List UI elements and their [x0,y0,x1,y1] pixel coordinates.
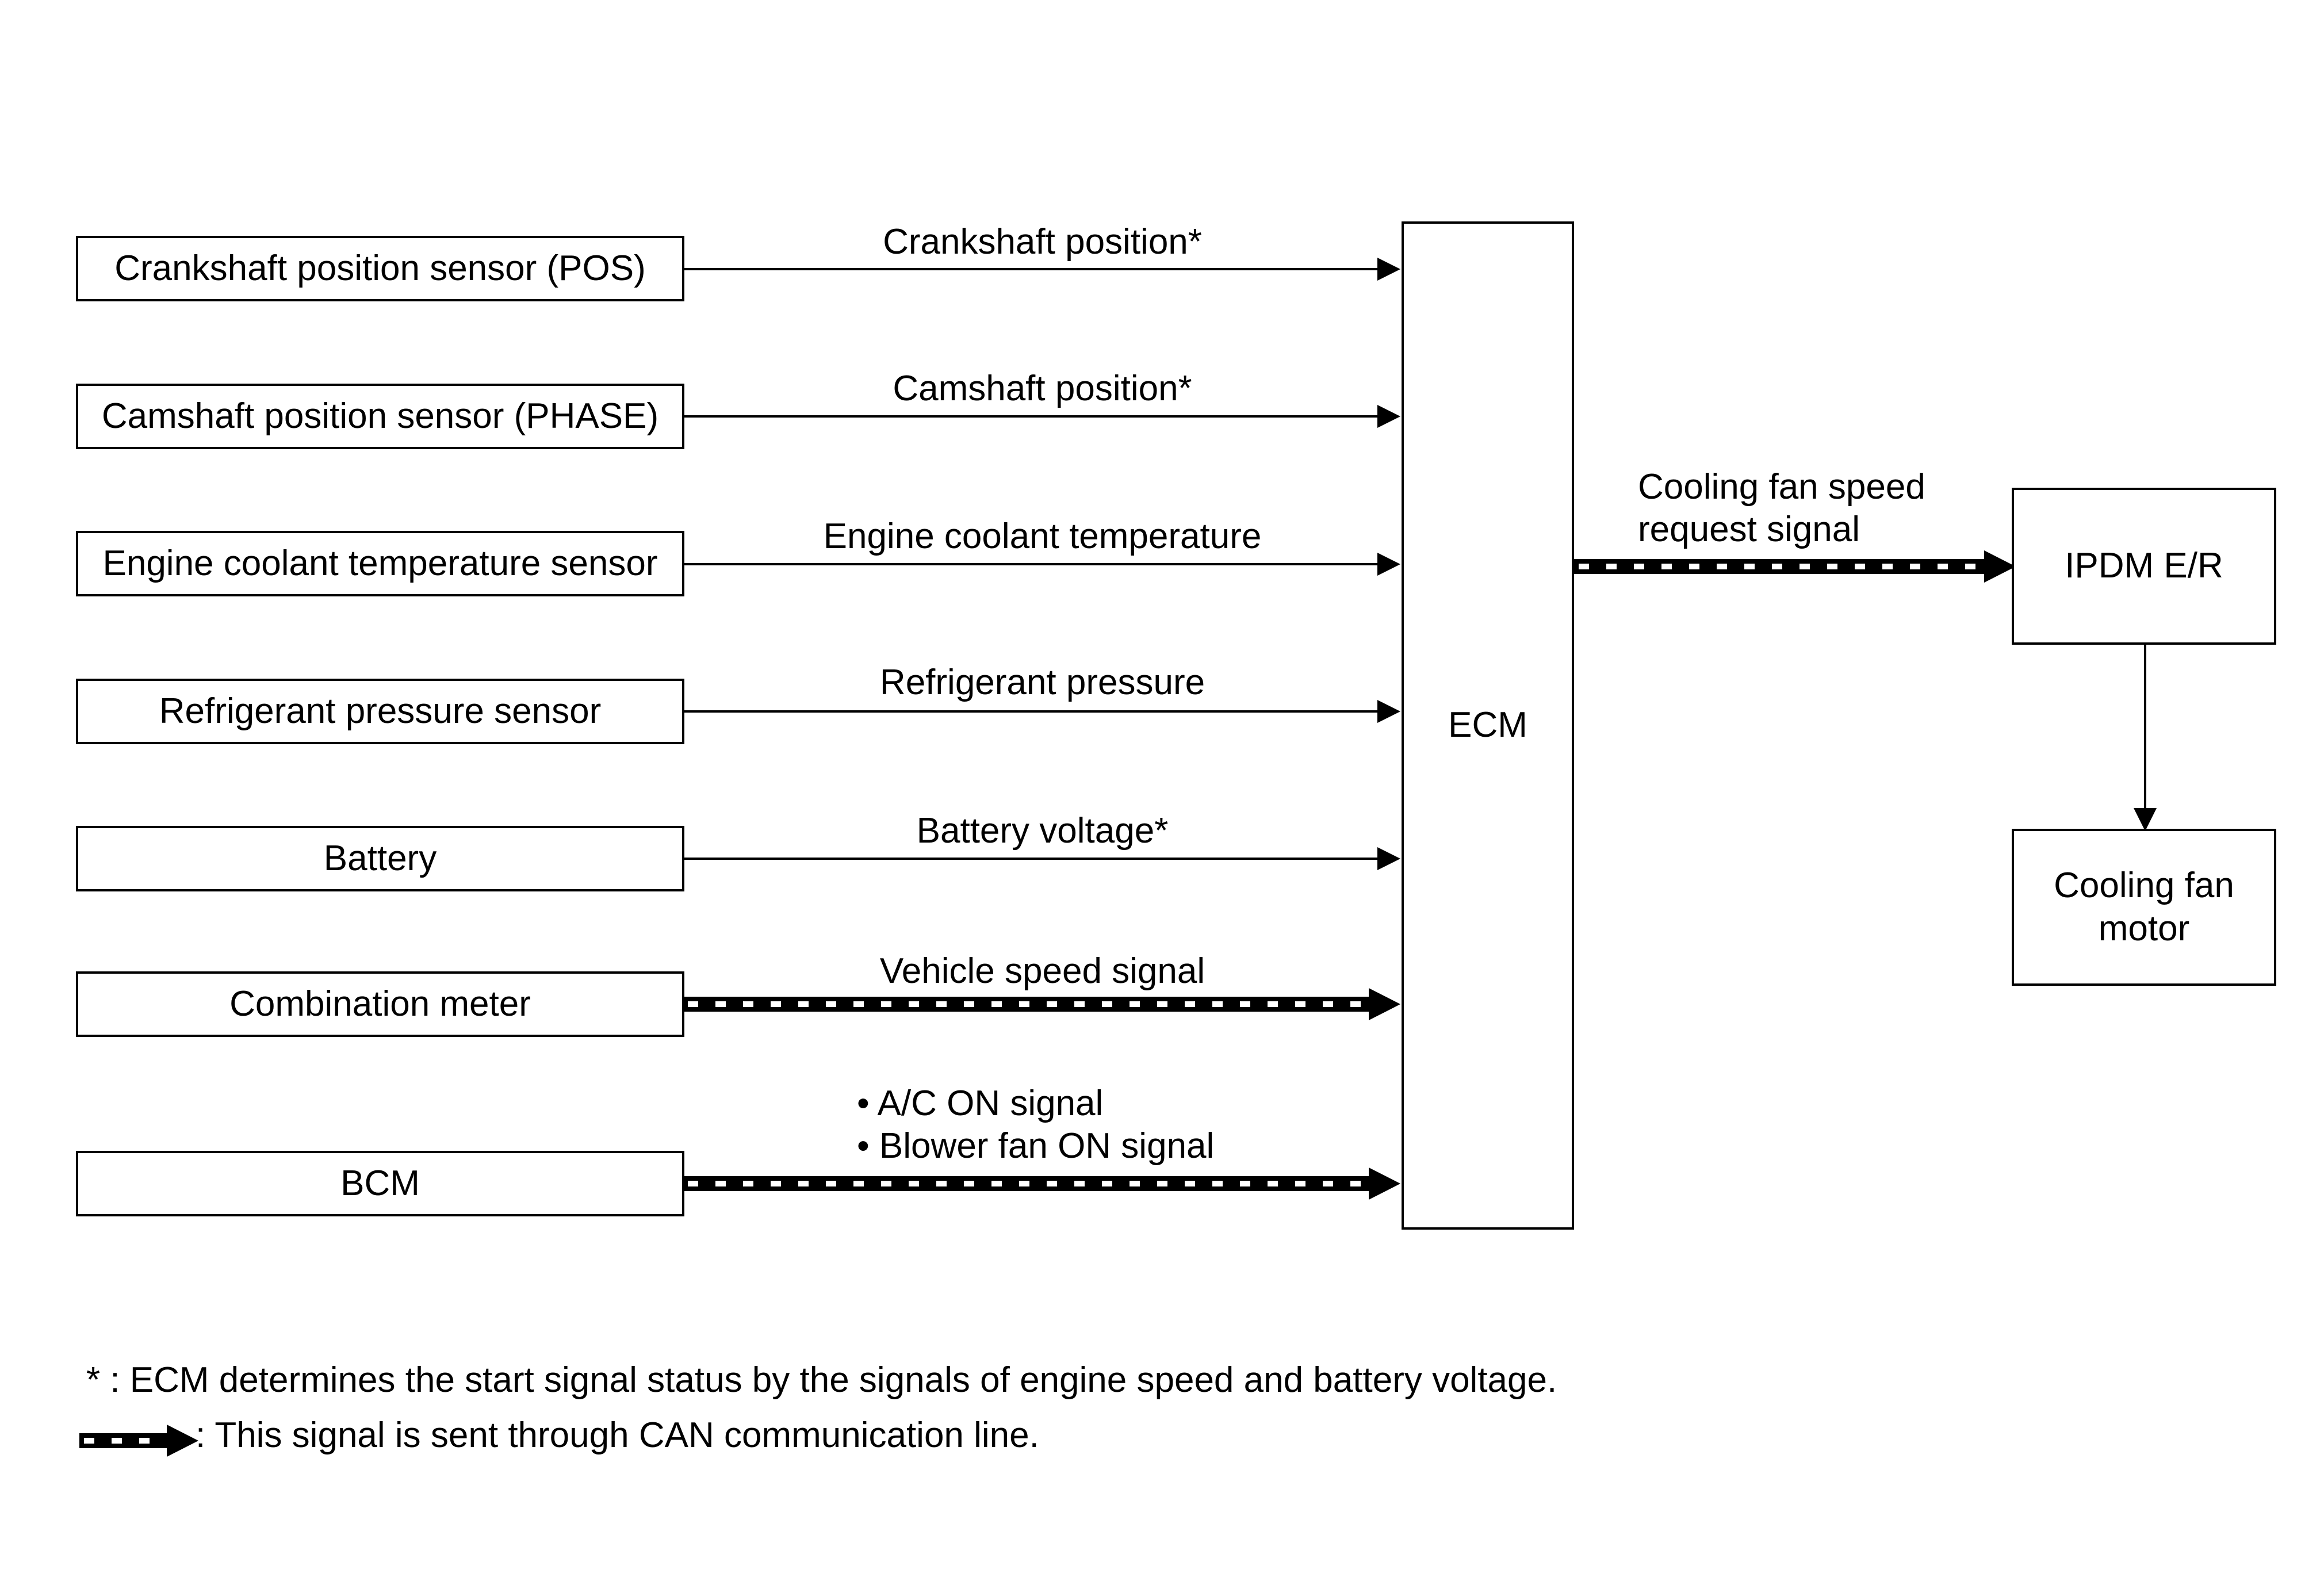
cooling-fan-motor-box: Cooling fan motor [2012,829,2276,986]
source-box-refrigerant-sensor: Refrigerant pressure sensor [76,679,684,744]
source-box-bcm: BCM [76,1151,684,1216]
signal-label-ac-on: • A/C ON signal [857,1084,1104,1123]
output-signal-line-1: Cooling fan speed [1638,467,1925,507]
wire-crankshaft [683,258,1400,281]
wire-refrigerant [683,700,1400,723]
wire-battery [683,847,1400,870]
motor-label-line-1: Cooling fan [2054,866,2234,906]
ecm-box: ECM [1402,221,1574,1230]
source-box-crankshaft-sensor: Crankshaft position sensor (POS) [76,236,684,301]
wire-camshaft [683,405,1400,428]
output-signal-label: Cooling fan speed request signal [1638,466,1925,552]
signal-label-blower-on: • Blower fan ON signal [857,1126,1215,1166]
ipdm-er-box: IPDM E/R [2012,488,2276,645]
can-line-ecm-to-ipdm [1574,550,2016,583]
motor-label-line-2: motor [2098,908,2190,948]
can-line-combination-meter [683,988,1400,1020]
signal-label-refrigerant: Refrigerant pressure [879,663,1205,702]
signal-label-vehicle-speed: Vehicle speed signal [879,951,1205,991]
footnote-asterisk: * : ECM determines the start signal stat… [86,1360,1557,1400]
signal-label-bcm: • A/C ON signal • Blower fan ON signal [857,1082,1214,1168]
signal-label-battery: Battery voltage* [916,811,1169,851]
footnote-can: : This signal is sent through CAN commun… [196,1415,1039,1455]
source-box-battery: Battery [76,826,684,891]
source-box-camshaft-sensor: Camshaft position sensor (PHASE) [76,384,684,449]
source-box-combination-meter: Combination meter [76,971,684,1037]
output-signal-line-2: request signal [1638,510,1860,550]
signal-label-crankshaft: Crankshaft position* [883,222,1202,262]
wire-ipdm-to-motor [2134,645,2157,831]
wire-coolant [683,553,1400,576]
can-legend-symbol [79,1425,198,1457]
signal-label-coolant: Engine coolant temperature [823,516,1262,556]
ecm-label: ECM [1448,705,1527,745]
can-line-bcm [683,1168,1400,1200]
signal-label-camshaft: Camshaft position* [893,369,1192,408]
source-box-coolant-sensor: Engine coolant temperature sensor [76,531,684,596]
